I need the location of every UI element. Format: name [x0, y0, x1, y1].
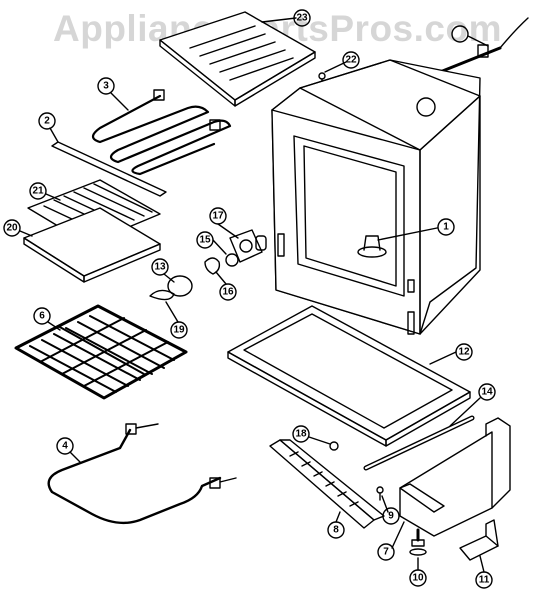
part-top-shield	[159, 11, 316, 107]
callout-14	[478, 383, 496, 401]
callout-17	[209, 207, 227, 225]
callout-label-23: 23	[296, 13, 308, 24]
leader-22	[324, 61, 347, 73]
part-sensor	[438, 17, 529, 74]
leader-17	[217, 223, 239, 239]
part-rod	[363, 415, 475, 471]
callout-label-1: 1	[443, 222, 449, 233]
leader-21	[45, 193, 61, 201]
callout-label-3: 3	[103, 81, 109, 92]
callout-6	[33, 307, 51, 325]
leader-13	[163, 273, 175, 283]
callout-label-21: 21	[32, 186, 44, 197]
part-trim-strip	[51, 141, 167, 197]
part-leveling-leg	[409, 528, 427, 556]
callout-label-12: 12	[458, 347, 470, 358]
leader-1	[377, 227, 438, 241]
callout-13	[151, 258, 169, 276]
callout-18	[292, 425, 310, 443]
part-lens	[167, 275, 193, 297]
part-bolt-18	[329, 441, 339, 451]
part-clip	[149, 289, 175, 301]
callout-11	[475, 571, 493, 589]
callout-2	[38, 112, 56, 130]
callout-label-4: 4	[62, 441, 68, 452]
callout-label-13: 13	[154, 262, 166, 273]
part-bottom-panel	[227, 305, 471, 447]
callout-16	[219, 283, 237, 301]
leader-11	[479, 555, 485, 573]
callout-label-7: 7	[383, 547, 389, 558]
leader-12	[429, 351, 457, 365]
leader-23	[261, 17, 297, 23]
callout-12	[455, 343, 473, 361]
part-bracket	[399, 417, 511, 537]
callout-8	[327, 521, 345, 539]
callout-label-22: 22	[345, 55, 357, 66]
callout-10	[409, 569, 427, 587]
callout-22	[342, 51, 360, 69]
callout-15	[196, 231, 214, 249]
callout-7	[377, 543, 395, 561]
part-vent-grille	[269, 439, 385, 529]
part-leg-bracket	[459, 519, 499, 561]
callout-19	[170, 321, 188, 339]
callout-9	[382, 507, 400, 525]
leader-7	[391, 521, 405, 549]
callout-label-20: 20	[6, 223, 18, 234]
callout-21	[29, 182, 47, 200]
callout-label-8: 8	[333, 525, 339, 536]
callout-3	[97, 77, 115, 95]
callout-20	[3, 219, 21, 237]
leader-6	[47, 321, 61, 331]
part-bake-sensor	[357, 235, 387, 258]
leader-16	[215, 271, 227, 285]
callout-label-18: 18	[295, 429, 307, 440]
callout-label-14: 14	[481, 387, 493, 398]
leader-5	[467, 35, 489, 47]
callout-4	[56, 437, 74, 455]
callout-label-6: 6	[39, 311, 45, 322]
part-broil-pan	[23, 207, 161, 283]
callout-label-11: 11	[479, 575, 490, 586]
leader-18	[308, 436, 331, 445]
callout-label-15: 15	[199, 235, 211, 246]
part-screw-9	[376, 486, 384, 501]
part-bake-element	[47, 423, 237, 525]
callout-label-19: 19	[173, 325, 185, 336]
callout-23	[293, 9, 311, 27]
leader-8	[335, 511, 341, 523]
leader-3	[110, 92, 129, 111]
leader-2	[49, 127, 59, 143]
callout-label-17: 17	[212, 211, 224, 222]
leader-15	[212, 239, 227, 255]
callout-label-10: 10	[412, 573, 424, 584]
leader-14	[449, 397, 481, 427]
callout-5	[451, 25, 469, 43]
part-oven-cavity	[271, 59, 481, 335]
part-broil-element	[91, 89, 232, 176]
callout-label-9: 9	[388, 511, 394, 522]
callout-1	[437, 218, 455, 236]
leader-19	[165, 301, 179, 323]
callout-label-2: 2	[44, 116, 50, 127]
callout-label-16: 16	[222, 287, 234, 298]
leader-4	[69, 451, 81, 463]
leader-20	[19, 230, 33, 237]
